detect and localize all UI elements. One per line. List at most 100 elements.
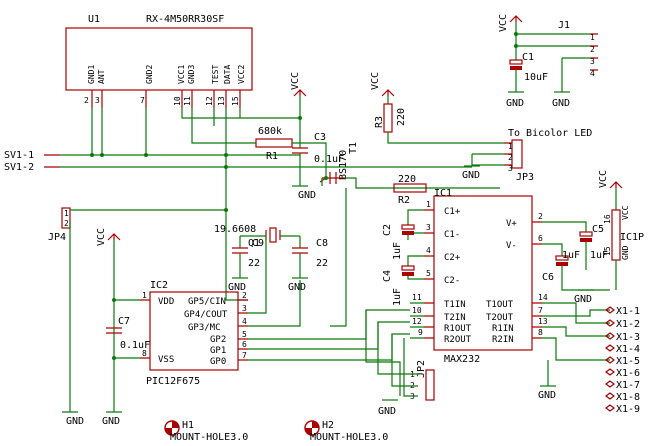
c6-capacitor: 1uF C6 GND <box>542 243 610 305</box>
q1-crystal: 19.6608 Q1 <box>214 224 301 249</box>
ic1p-vcc: VCC <box>621 205 630 220</box>
ic2-pinnum-7: 7 <box>242 351 247 360</box>
ic2-pinnum-2: 2 <box>242 291 247 300</box>
vcc-r3-label: VCC <box>370 72 381 90</box>
jp4-pin-1: 1 <box>64 209 69 218</box>
ic2-pinnum-8: 8 <box>142 349 147 358</box>
r1-resistor: 680k R1 <box>255 126 327 178</box>
c2-value: 1uF <box>392 242 403 260</box>
u1-pin-ant: ANT <box>97 69 106 84</box>
q1-ref: Q1 <box>248 238 260 249</box>
r3-ref: R3 <box>374 116 385 128</box>
u1-body <box>65 27 253 91</box>
ic2-pinnum-1: 1 <box>142 291 147 300</box>
x1-8-label: X1-8 <box>616 392 640 403</box>
ic1-value: MAX232 <box>444 354 480 365</box>
ic1p-pin-16: 16 <box>603 214 612 224</box>
x1-connector: GND X1-1 X1-2 X1-3 X1-4 X1-5 X1-6 X1-7 X… <box>538 302 640 415</box>
jp4-header: JP4 1 2 <box>48 207 228 412</box>
ic1-pin-c2m: C2- <box>444 276 460 286</box>
c8-ref: C8 <box>316 238 328 249</box>
u1-pin-gnd2: GND2 <box>145 65 154 84</box>
ic2-value: PIC12F675 <box>146 376 200 387</box>
ic2-pin-gp1: GP1 <box>210 346 226 356</box>
c3-capacitor: VCC C3 0.1uF GND <box>290 72 344 201</box>
c9-ref: C9 <box>252 238 264 249</box>
ic2-pin-gp2: GP2 <box>210 335 226 345</box>
gnd-x1-label: GND <box>538 390 556 401</box>
ic1-pinnum-1: 1 <box>426 200 431 209</box>
u1-pin-vcc2: VCC2 <box>237 65 246 84</box>
u1-receiver: U1 RX-4M50RR30SF GND1 ANT GND2 VCC1 GND3… <box>65 14 253 108</box>
h1-value: MOUNT-HOLE3.0 <box>170 432 248 443</box>
ic1p-pin-15: 15 <box>603 246 612 256</box>
ic1p-ref: IC1P <box>620 232 644 243</box>
mount-hole-h2: H2 MOUNT-HOLE3.0 <box>304 420 388 443</box>
ic1-pin-r2out: R2OUT <box>444 335 472 345</box>
t1-transistor: BS170 T1 <box>319 142 500 189</box>
ic2-microcontroller: IC2 PIC12F675 VDD VSS GP5/CIN GP4/COUT G… <box>112 188 410 412</box>
c4-ref: C4 <box>382 270 393 282</box>
vcc-c1-label: VCC <box>498 14 509 32</box>
ic1-pinnum-11: 11 <box>412 293 422 302</box>
ic1-pinnum-14: 14 <box>538 293 548 302</box>
vcc-c3-label: VCC <box>290 72 301 90</box>
jp3-pin-1: 1 <box>508 142 513 151</box>
ic2-pinnum-5: 5 <box>242 330 247 339</box>
ic1-pinnum-3: 3 <box>426 223 431 232</box>
u1-pinnum-7: 7 <box>140 96 145 105</box>
c7-ref: C7 <box>118 316 130 327</box>
ic1-pinnum-5: 5 <box>426 269 431 278</box>
ic1-pinnum-13: 13 <box>538 317 548 326</box>
u1-pin-test: TEST <box>211 65 220 84</box>
mount-hole-h1: H1 MOUNT-HOLE3.0 <box>164 420 248 443</box>
x1-2-label: X1-2 <box>616 319 640 330</box>
r2-value: 220 <box>398 174 416 185</box>
ic2-pinnum-4: 4 <box>242 317 247 326</box>
gnd-c1-label: GND <box>506 98 524 109</box>
r2-ref: R2 <box>398 195 410 206</box>
ic1-pin-t1in: T1IN <box>444 300 466 310</box>
ic1-pinnum-12: 12 <box>412 317 422 326</box>
j1-pin-3: 3 <box>590 57 595 66</box>
c8-capacitor: C8 22 GND <box>288 238 328 293</box>
gnd-jp2-label: GND <box>378 406 396 417</box>
ic1-pinnum-10: 10 <box>412 306 422 315</box>
ic1-pin-vminus: V- <box>506 241 517 251</box>
ic2-ref: IC2 <box>150 280 168 291</box>
gnd-left: GND GND <box>62 411 122 427</box>
u1-pinnum-11: 11 <box>183 96 192 106</box>
x1-5-label: X1-5 <box>616 356 640 367</box>
c6-ref: C6 <box>542 272 554 283</box>
jp3-note: To Bicolor LED <box>508 128 592 139</box>
r1-value: 680k <box>258 126 282 137</box>
c5-value: 1uF <box>590 250 608 261</box>
ic1-pin-c1m: C1- <box>444 230 460 240</box>
ic2-pin-gp0: GP0 <box>210 357 226 367</box>
ic1-pin-r1out: R1OUT <box>444 324 472 334</box>
gnd-c8-label: GND <box>288 282 306 293</box>
c3-ref: C3 <box>314 132 326 143</box>
x1-9-label: X1-9 <box>616 404 640 415</box>
ic2-pin-gp3: GP3/MC <box>188 323 221 333</box>
u1-pinnum-10: 10 <box>173 96 182 106</box>
u1-pinnum-2: 2 <box>84 96 89 105</box>
c1-ref: C1 <box>522 52 534 63</box>
u1-pinnum-13: 13 <box>217 96 226 106</box>
r2-resistor: 220 R2 <box>393 174 427 206</box>
gnd-j1-label: GND <box>552 98 570 109</box>
c2-ref: C2 <box>382 224 393 236</box>
vcc-ic2-label: VCC <box>96 228 107 246</box>
t1-ref: T1 <box>348 142 359 154</box>
jp2-ref: JP2 <box>416 360 427 378</box>
c8-value: 22 <box>316 258 328 269</box>
r3-resistor: VCC R3 220 <box>370 72 504 144</box>
u1-pin-gnd3: GND3 <box>187 65 196 84</box>
c2-capacitor: C2 1uF <box>382 209 424 260</box>
j1-connector: J1 1 2 3 4 GND <box>514 20 598 109</box>
u1-pin-gnd1: GND1 <box>87 65 96 84</box>
vcc-ic1p-label: VCC <box>598 170 609 188</box>
u1-value: RX-4M50RR30SF <box>146 14 224 25</box>
c4-value: 1uF <box>392 288 403 306</box>
x1-6-label: X1-6 <box>616 368 640 379</box>
